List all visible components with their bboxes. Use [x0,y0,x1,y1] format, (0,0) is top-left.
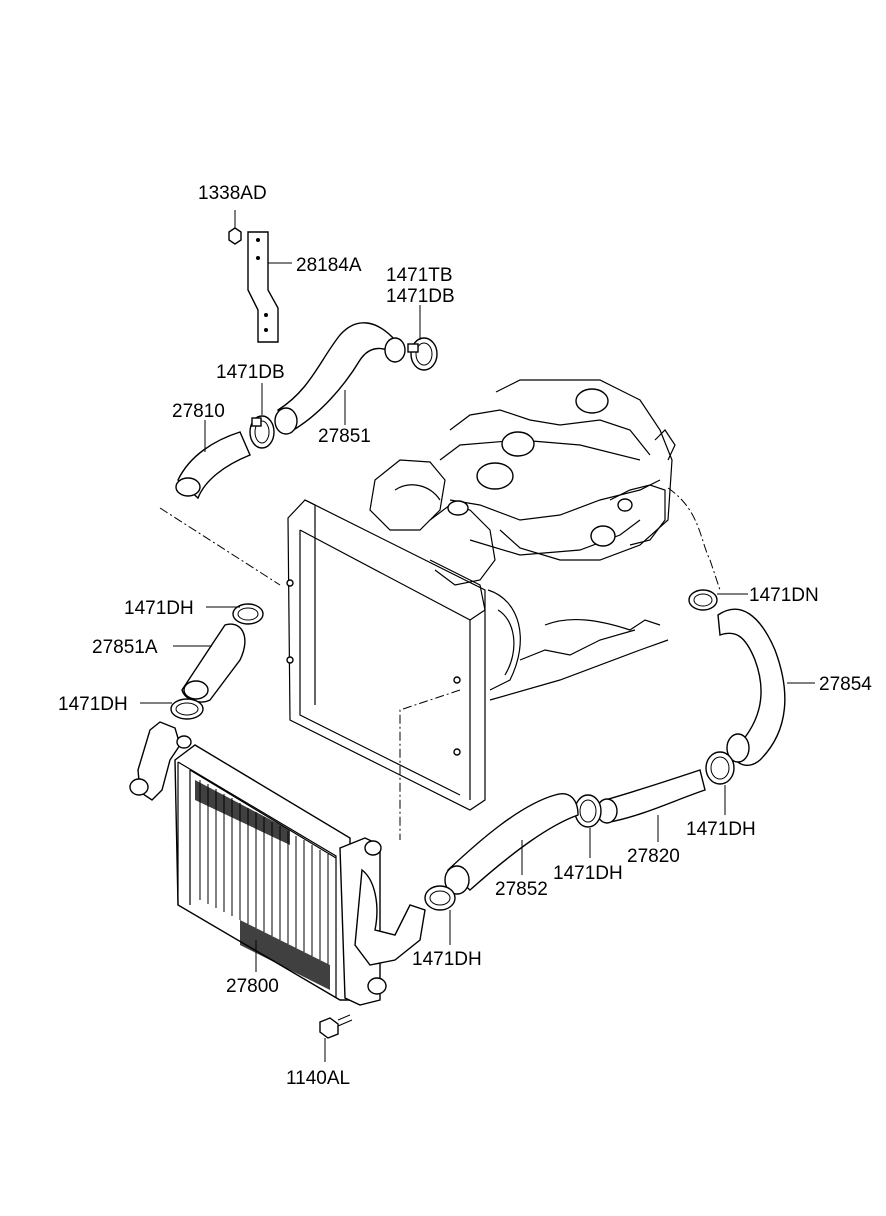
cap-1 [575,388,609,414]
hose-27851A [181,623,246,703]
intercooler [129,721,426,1006]
thermostat-port [590,525,616,547]
label-1471DH-b: 1471DH [58,694,128,715]
label-1471DH-c: 1471DH [686,819,756,840]
label-27820: 27820 [627,846,680,867]
clamp-1471DH-a [232,603,264,625]
label-27810: 27810 [172,401,225,422]
label-1471DH-a: 1471DH [124,598,194,619]
bracket-28184A [247,231,279,343]
small-port [617,498,633,512]
intercooler-fins [199,780,329,964]
reference-lines [159,487,721,840]
clamp-1471DH-d [574,794,602,828]
nut-1338AD [228,210,242,245]
label-1338AD: 1338AD [198,183,267,204]
part-labels: 1338AD 28184A 1471TB 1471DB 1471DB 27810… [58,183,872,1089]
label-1471DB-left: 1471DB [216,362,285,383]
clamp-1471DB-left [249,415,275,449]
clamp-1471DN [688,589,718,611]
hose-27851 [274,322,406,435]
clamp-1471DB-top [407,337,438,371]
label-27851A: 27851A [92,637,158,658]
clamp-1471DH-c [705,751,735,785]
clamp-1471DH-e [424,885,456,911]
bolt-1140AL [319,1014,353,1062]
radiator-frame [286,499,486,811]
label-27851: 27851 [318,426,371,447]
cap-3 [476,462,514,490]
label-1471DN: 1471DN [749,585,819,606]
hose-27852 [444,793,579,895]
label-1471DH-e: 1471DH [412,949,482,970]
engine-block [369,379,676,701]
label-28184A: 28184A [296,255,362,276]
label-27852: 27852 [495,879,548,900]
label-27854: 27854 [819,674,872,695]
label-1471DH-d: 1471DH [553,863,623,884]
label-1471DB-top: 1471DB [386,286,455,307]
label-1140AL: 1140AL [286,1068,350,1089]
cap-2 [501,431,535,457]
clamp-1471DH-b [170,698,204,720]
outlet-stub [447,500,469,516]
leader-lines [140,262,815,972]
hose-27820 [596,769,706,824]
label-1471TB: 1471TB [386,265,453,286]
hose-27810 [175,431,251,500]
hose-27854 [717,608,786,766]
label-27800: 27800 [226,976,279,997]
